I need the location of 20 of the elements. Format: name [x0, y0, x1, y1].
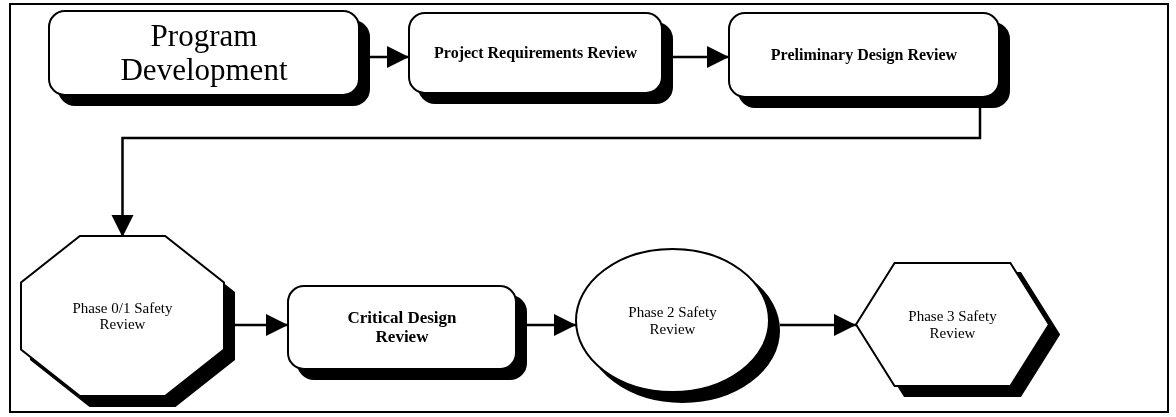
process-box [48, 10, 370, 106]
hexagon-node [855, 262, 1060, 397]
arrow [370, 45, 409, 69]
node-label: Phase 2 Safety Review [627, 303, 718, 339]
node-label: Phase 3 Safety Review [907, 307, 998, 343]
node-label: Project Requirements Review [433, 43, 638, 64]
arrow [235, 313, 288, 337]
process-box [408, 12, 673, 104]
arrow [111, 108, 982, 237]
arrow [673, 45, 729, 69]
arrow [780, 313, 856, 337]
arrow [527, 313, 576, 337]
process-box [728, 12, 1010, 108]
node-label: Phase 0/1 Safety Review [71, 298, 174, 334]
ellipse-node [575, 248, 780, 403]
octagon-node [20, 235, 235, 407]
node-label: Program Development [119, 16, 289, 89]
node-label: Critical Design Review [346, 306, 458, 348]
process-box [287, 285, 527, 380]
node-label: Preliminary Design Review [769, 45, 959, 66]
